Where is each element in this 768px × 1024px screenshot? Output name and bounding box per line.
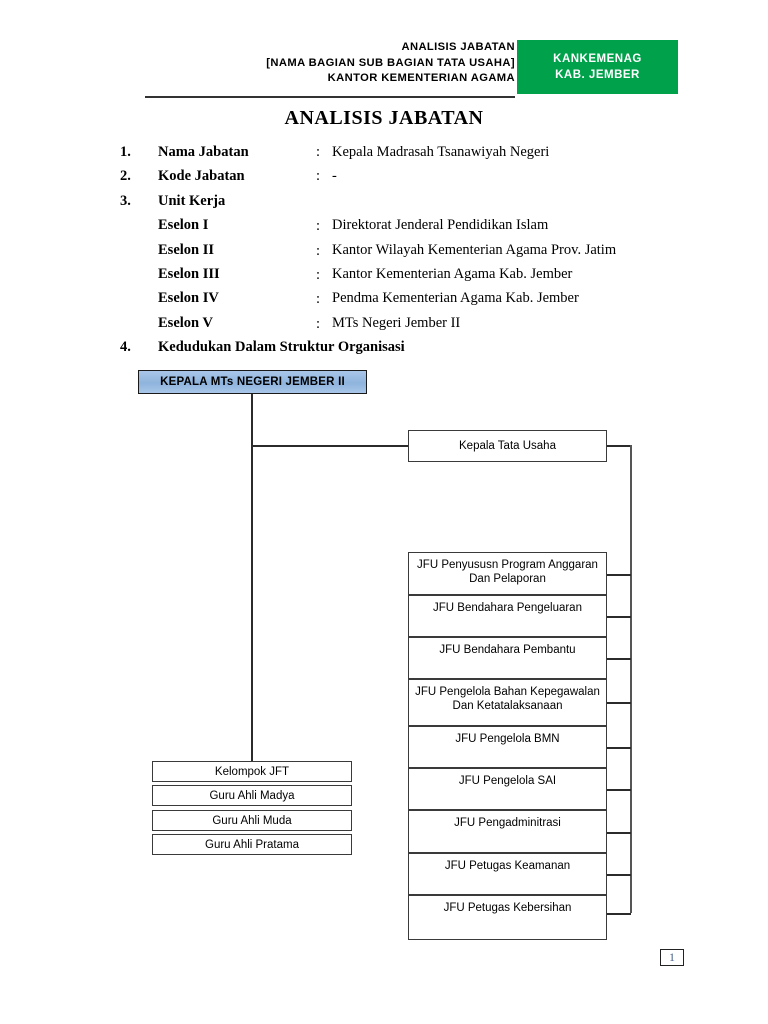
info-row-colon: : [316,218,321,235]
connector-jfu-spine [630,445,632,913]
info-row-colon: : [316,168,321,185]
connector-trunk-vertical [251,394,253,761]
org-node-guru-ahli-pratama[interactable]: Guru Ahli Pratama [152,834,352,855]
org-node-kelompok-jft[interactable]: Kelompok JFT [152,761,352,782]
badge-line-1: KANKEMENAG [553,53,642,65]
info-row-eselon-5: Eselon V : MTs Negeri Jember II [120,315,680,339]
org-node-jfu-1[interactable]: JFU Penyususn Program Anggaran Dan Pelap… [408,552,607,595]
info-row-label: Kedudukan Dalam Struktur Organisasi [158,339,405,356]
org-node-jfu-6[interactable]: JFU Pengelola SAI [408,768,607,810]
info-row-label: Eselon II [158,241,215,258]
org-node-jfu-7[interactable]: JFU Pengadminitrasi [408,810,607,853]
badge-line-2: KAB. JEMBER [555,69,640,81]
info-row-colon: : [316,144,321,160]
info-row-eselon-3: Eselon III : Kantor Kementerian Agama Ka… [120,266,680,290]
connector-jfu-3-stub [607,658,631,660]
page-number-badge: 1 [660,949,684,966]
org-node-jfu-8[interactable]: JFU Petugas Keamanan [408,853,607,895]
job-info-list: 1. Nama Jabatan : Kepala Madrasah Tsanaw… [120,144,680,364]
info-row-colon: : [316,242,321,259]
info-row-label: Eselon IV [158,290,219,307]
info-row-value: Pendma Kementerian Agama Kab. Jember [332,290,579,307]
document-header: ANALISIS JABATAN [NAMA BAGIAN SUB BAGIAN… [145,40,678,94]
info-row-nama-jabatan: 1. Nama Jabatan : Kepala Madrasah Tsanaw… [120,144,680,168]
info-row-colon: : [316,291,321,308]
info-row-colon: : [316,266,321,283]
connector-jfu-8-stub [607,874,631,876]
info-row-value: Kepala Madrasah Tsanawiyah Negeri [332,144,550,160]
info-row-value: Kantor Wilayah Kementerian Agama Prov. J… [332,241,617,258]
header-divider-rule [145,96,515,98]
info-row-colon: : [316,315,321,332]
info-row-eselon-2: Eselon II : Kantor Wilayah Kementerian A… [120,242,680,266]
header-title-line-1: ANALISIS JABATAN [401,41,515,53]
page-title: ANALISIS JABATAN [284,107,484,129]
info-row-number: 2. [120,168,131,185]
info-row-kode-jabatan: 2. Kode Jabatan : - [120,168,680,192]
connector-jfu-2-stub [607,616,631,618]
connector-to-tata-usaha [251,445,409,447]
info-row-eselon-4: Eselon IV : Pendma Kementerian Agama Kab… [120,290,680,314]
info-row-value: Direktorat Jenderal Pendidikan Islam [332,217,549,234]
connector-jfu-4-stub [607,702,631,704]
info-row-value: Kantor Kementerian Agama Kab. Jember [332,265,573,282]
info-row-number: 4. [120,339,131,356]
info-row-value: MTs Negeri Jember II [332,314,461,331]
info-row-label: Eselon V [158,314,213,331]
org-node-kepala-tata-usaha[interactable]: Kepala Tata Usaha [408,430,607,462]
info-row-value: - [332,168,337,185]
header-title-block: ANALISIS JABATAN [NAMA BAGIAN SUB BAGIAN… [145,40,515,87]
header-title-line-2: [NAMA BAGIAN SUB BAGIAN TATA USAHA] [266,56,515,69]
connector-jfu-6-stub [607,789,631,791]
connector-jfu-5-stub [607,747,631,749]
info-row-number: 1. [120,144,131,160]
org-node-guru-ahli-muda[interactable]: Guru Ahli Muda [152,810,352,831]
info-row-eselon-1: Eselon I : Direktorat Jenderal Pendidika… [120,217,680,241]
connector-jfu-7-stub [607,832,631,834]
info-row-label: Eselon I [158,217,209,234]
info-row-label: Nama Jabatan [158,144,249,160]
connector-tata-usaha-right-stub [607,445,631,447]
org-node-kepala-mts[interactable]: KEPALA MTs NEGERI JEMBER II [138,370,367,394]
connector-jfu-9-stub [607,913,631,915]
connector-jfu-1-stub [607,574,631,576]
info-row-kedudukan: 4. Kedudukan Dalam Struktur Organisasi [120,339,680,363]
info-row-number: 3. [120,192,131,209]
org-node-jfu-9[interactable]: JFU Petugas Kebersihan [408,895,607,940]
org-node-jfu-2[interactable]: JFU Bendahara Pengeluaran [408,595,607,637]
org-node-guru-ahli-madya[interactable]: Guru Ahli Madya [152,785,352,806]
info-row-unit-kerja: 3. Unit Kerja [120,193,680,217]
info-row-label: Kode Jabatan [158,168,245,185]
info-row-label: Unit Kerja [158,192,226,209]
info-row-label: Eselon III [158,265,220,282]
org-node-jfu-4[interactable]: JFU Pengelola Bahan Kepegawalan Dan Keta… [408,679,607,726]
header-title-line-3: KANTOR KEMENTERIAN AGAMA [327,72,515,84]
org-node-jfu-3[interactable]: JFU Bendahara Pembantu [408,637,607,679]
kankemenag-badge: KANKEMENAG KAB. JEMBER [517,40,678,94]
org-node-jfu-5[interactable]: JFU Pengelola BMN [408,726,607,768]
